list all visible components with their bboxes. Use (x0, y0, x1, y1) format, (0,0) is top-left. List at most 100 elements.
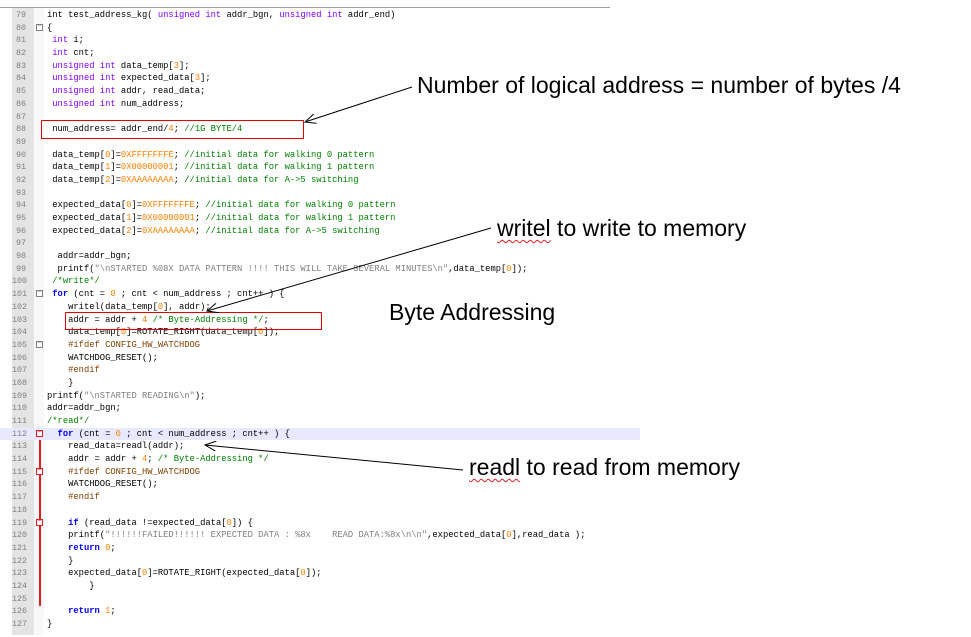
code-line[interactable]: 88 num_address= addr_end/4; //1G BYTE/4 (0, 123, 640, 136)
note-writel: writel to write to memory (497, 215, 746, 242)
code-line[interactable]: 120 printf("!!!!!!FAILED!!!!!! EXPECTED … (0, 529, 640, 542)
code-token: data_temp[ (47, 149, 106, 160)
code-line[interactable]: 123 expected_data[0]=ROTATE_RIGHT(expect… (0, 567, 640, 580)
line-number: 99 (15, 263, 26, 274)
code-line[interactable]: 122 } (0, 555, 640, 568)
code-line[interactable]: 95 expected_data[1]=0X00000001; //initia… (0, 212, 640, 225)
code-token: 0XFFFFFFFE (142, 200, 195, 211)
code-token: ,expected_data[ (427, 530, 507, 541)
code-text: int test_address_kg( unsigned int addr_b… (47, 9, 395, 22)
code-token: #endif (47, 492, 100, 503)
code-line[interactable]: 100 /*write*/ (0, 275, 640, 288)
code-line[interactable]: 107 #endif (0, 364, 640, 377)
line-number: 92 (15, 174, 26, 185)
code-text: unsigned int addr, read_data; (47, 85, 205, 98)
code-line[interactable]: 104 data_temp[0]=ROTATE_RIGHT(data_temp[… (0, 326, 640, 339)
line-number: 110 (12, 403, 28, 414)
code-line[interactable]: 89 (0, 136, 640, 149)
fold-toggle-icon[interactable]: − (36, 339, 43, 348)
code-token: ]; (200, 73, 211, 84)
code-line[interactable]: 86 unsigned int num_address; (0, 98, 640, 111)
code-line[interactable]: 127} (0, 618, 640, 631)
fold-toggle-icon[interactable]: − (36, 428, 43, 437)
code-line[interactable]: 116 WATCHDOG_RESET(); (0, 478, 640, 491)
code-token: expected_data[ (115, 73, 195, 84)
code-token: expected_data[ (47, 200, 127, 211)
line-number: 86 (15, 98, 26, 109)
code-line[interactable]: 105− #ifdef CONFIG_HW_WATCHDOG (0, 339, 640, 352)
code-token: i; (68, 35, 84, 46)
code-line[interactable]: 103 addr = addr + 4 /* Byte-Addressing *… (0, 314, 640, 327)
code-token: data_temp[ (47, 327, 121, 338)
code-line[interactable]: 87 (0, 111, 640, 124)
code-token: addr_bgn, (221, 10, 280, 20)
code-token: 0XAAAAAAAA (142, 225, 195, 236)
fold-toggle-icon[interactable]: − (36, 22, 43, 31)
code-line[interactable]: 80−{ (0, 22, 640, 35)
code-line[interactable]: 93 (0, 187, 640, 200)
fold-toggle-icon[interactable]: − (36, 466, 43, 475)
code-token: "\nSTARTED READING\n" (83, 390, 195, 401)
code-line[interactable]: 108 } (0, 377, 640, 390)
code-text: data_temp[1]=0X00000001; //initial data … (47, 161, 374, 174)
code-line[interactable]: 94 expected_data[0]=0XFFFFFFFE; //initia… (0, 199, 640, 212)
code-token: ]); (511, 263, 528, 274)
fold-margin (34, 8, 44, 635)
code-line[interactable]: 85 unsigned int addr, read_data; (0, 85, 640, 98)
code-text: expected_data[0]=ROTATE_RIGHT(expected_d… (47, 567, 321, 580)
code-line[interactable]: 83 unsigned int data_temp[3]; (0, 60, 640, 73)
code-line[interactable]: 82 int cnt; (0, 47, 640, 60)
code-line[interactable]: 99 printf("\nSTARTED %08X DATA PATTERN !… (0, 263, 640, 276)
code-line[interactable]: 126 return 1; (0, 605, 640, 618)
code-line[interactable]: 121 return 0; (0, 542, 640, 555)
code-line[interactable]: 112− for (cnt = 0 ; cnt < num_address ; … (0, 427, 640, 441)
code-token: unsigned (157, 10, 201, 20)
code-token: unsigned int (47, 73, 116, 84)
code-token: ; (173, 162, 185, 173)
code-line[interactable]: 113 read_data=readl(addr); (0, 440, 640, 453)
code-token: addr, read_data; (115, 86, 206, 97)
code-line[interactable]: 111/*read*/ (0, 415, 640, 428)
line-number: 125 (12, 593, 28, 604)
code-token: 4 (142, 314, 148, 325)
code-token: printf( (47, 263, 95, 274)
code-line[interactable]: 114 addr = addr + 4; /* Byte-Addressing … (0, 453, 640, 466)
code-line[interactable]: 91 data_temp[1]=0X00000001; //initial da… (0, 161, 640, 174)
code-line[interactable]: 101− for (cnt = 0 ; cnt < num_address ; … (0, 288, 640, 301)
code-line[interactable]: 92 data_temp[2]=0XAAAAAAAA; //initial da… (0, 174, 640, 187)
line-number: 81 (15, 35, 26, 46)
code-line[interactable]: 119− if (read_data !=expected_data[0]) { (0, 517, 640, 530)
code-token: 0 (105, 149, 111, 160)
code-token: ; (263, 314, 269, 325)
code-line[interactable]: 115− #ifdef CONFIG_HW_WATCHDOG (0, 466, 640, 479)
code-text: #ifdef CONFIG_HW_WATCHDOG (47, 339, 200, 352)
code-token: /* Byte-Addressing */ (152, 314, 264, 325)
line-number-gutter (12, 8, 34, 635)
code-line[interactable]: 125 (0, 593, 640, 606)
code-token: expected_data[ (47, 213, 127, 223)
code-line[interactable]: 84 unsigned int expected_data[3]; (0, 72, 640, 85)
code-token: ); (194, 390, 206, 401)
fold-toggle-icon[interactable]: − (36, 289, 43, 298)
code-line[interactable]: 106 WATCHDOG_RESET(); (0, 352, 640, 365)
code-line[interactable]: 96 expected_data[2]=0XAAAAAAAA; //initia… (0, 225, 640, 238)
code-token: for (47, 289, 69, 300)
fold-toggle-icon[interactable]: − (36, 517, 43, 526)
code-line[interactable]: 90 data_temp[0]=0XFFFFFFFE; //initial da… (0, 149, 640, 162)
code-text: unsigned int expected_data[3]; (47, 72, 211, 85)
code-line[interactable]: 117 #endif (0, 491, 640, 504)
code-line[interactable]: 81 int i; (0, 34, 640, 47)
code-line[interactable]: 102 writel(data_temp[0], addr); (0, 301, 640, 314)
code-line[interactable]: 97 (0, 237, 640, 250)
code-token: //initial data for walking 0 pattern (184, 149, 375, 160)
code-text: if (read_data !=expected_data[0]) { (47, 517, 253, 530)
code-line[interactable]: 98 addr=addr_bgn; (0, 250, 640, 263)
code-line[interactable]: 118 (0, 504, 640, 517)
code-line[interactable]: 124 } (0, 580, 640, 593)
line-number: 103 (12, 314, 28, 325)
